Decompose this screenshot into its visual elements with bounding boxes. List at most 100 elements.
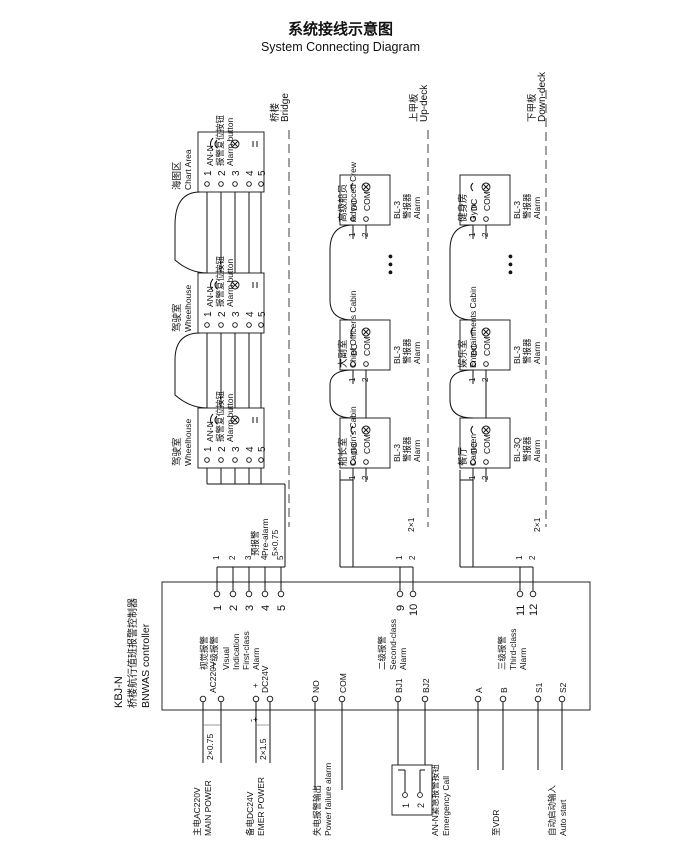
svg-text:2: 2: [228, 555, 237, 560]
bl-pin-com: [483, 459, 489, 465]
bell-icon: [214, 415, 218, 425]
ann-pin-2: 2: [217, 311, 228, 317]
svg-text:● ● ●: ● ● ●: [385, 254, 395, 275]
svg-text:Indication: Indication: [231, 633, 241, 670]
svg-text:健身房: 健身房: [457, 193, 469, 222]
svg-text:警报器: 警报器: [522, 338, 532, 364]
bl-pin-dc: [350, 216, 356, 222]
svg-text:1: 1: [203, 170, 214, 176]
ann-pin-dot: [232, 322, 238, 328]
bnwas-controller-box: [161, 581, 591, 711]
svg-text:2: 2: [217, 311, 228, 317]
svg-text:Captain's Cabin: Captain's Cabin: [348, 406, 358, 466]
third-class-group-label: 三级报警 Third-class Alarm: [497, 628, 528, 670]
updeck-room-2-label: 大副室 Chief Officer's Cabin: [337, 290, 358, 368]
svg-text:1: 1: [212, 605, 224, 611]
deck-label-updeck: 上甲板 Up-deck: [408, 84, 430, 122]
deck-label-downdeck: 下甲板 Down-deck: [526, 71, 548, 122]
bl-dc-label: DC: [349, 344, 359, 356]
svg-text:警报器: 警报器: [402, 338, 412, 364]
bl-com-label: COM: [362, 336, 372, 356]
svg-text:1: 1: [395, 555, 404, 560]
bl-com-label: COM: [482, 191, 492, 211]
svg-text:Alarm: Alarm: [412, 342, 422, 364]
term-s1: S1: [534, 682, 544, 693]
svg-text:AN-N: AN-N: [205, 286, 215, 307]
ann-pin-4: 4: [245, 170, 256, 176]
terminal-num-10: 10: [408, 604, 420, 616]
bl-pin-com: [483, 216, 489, 222]
pre-alarm-cable-label: 预报警 Pre-alarm 5×0.75: [250, 519, 280, 556]
bl-pin-com: [363, 216, 369, 222]
svg-text:1: 1: [203, 446, 214, 452]
svg-text:Alarm: Alarm: [412, 440, 422, 462]
bridge-room-2-label: 驾驶室 Wheelhouse: [171, 284, 193, 332]
bl-bell-icon: [470, 327, 474, 337]
svg-text:S2: S2: [558, 682, 568, 693]
svg-text:BJ2: BJ2: [421, 678, 431, 693]
ann-pin-3: 3: [231, 446, 242, 452]
term-no: NO: [311, 680, 321, 693]
svg-text:餐厅: 餐厅: [457, 446, 469, 466]
terminal-num-1: 1: [212, 605, 224, 611]
svg-text:DC: DC: [469, 344, 479, 356]
downdeck-ellipsis: ● ● ●: [505, 254, 515, 275]
bl-pin-dc: [470, 361, 476, 367]
svg-text:Alarm button: Alarm button: [225, 394, 235, 442]
svg-text:Advanced Crew: Advanced Crew: [348, 161, 358, 222]
svg-text:Auto start: Auto start: [558, 799, 568, 836]
ann-pin-1: 1: [203, 170, 214, 176]
ann-pin-5: 5: [257, 311, 268, 317]
diagram-title-en: System Connecting Diagram: [260, 40, 421, 54]
term-b: B: [499, 687, 509, 693]
svg-text:DC: DC: [349, 442, 359, 454]
svg-text:桥楼: 桥楼: [269, 102, 281, 122]
svg-text:1: 1: [515, 555, 524, 560]
ann-pin-dot: [218, 322, 224, 328]
ann-pin-dot: [246, 457, 252, 463]
svg-text:+: +: [250, 717, 260, 722]
downdeck-room-2-label: 娱乐室 Entertainments Cabin: [457, 286, 478, 368]
updeck-ellipsis: ● ● ●: [385, 254, 395, 275]
svg-text:AN-N紧急报警按钮: AN-N紧急报警按钮: [430, 764, 440, 836]
svg-text:9: 9: [395, 605, 407, 611]
svg-text:2: 2: [408, 555, 417, 560]
svg-text:Visual: Visual: [221, 647, 231, 670]
svg-text:1: 1: [212, 555, 221, 560]
updeck-room-3-label: 高级船员 Advanced Crew: [337, 161, 358, 222]
svg-text:2: 2: [528, 555, 537, 560]
svg-text:下甲板: 下甲板: [526, 93, 538, 122]
svg-text:Alarm button: Alarm button: [225, 259, 235, 307]
svg-text:备电DC24V: 备电DC24V: [245, 791, 255, 836]
term-plus: +: [250, 683, 260, 688]
svg-text:BL-3Q: BL-3Q: [512, 437, 522, 462]
svg-text:警报器: 警报器: [522, 436, 532, 462]
svg-text:DC: DC: [469, 199, 479, 211]
power-fail-label: 失电报警输出 Power failure alarm: [312, 763, 333, 836]
svg-text:4: 4: [260, 605, 272, 611]
svg-text:BL-3: BL-3: [392, 346, 402, 364]
bl-dc-label: DC: [469, 442, 479, 454]
svg-text:Alarm: Alarm: [518, 648, 528, 670]
svg-text:COM: COM: [338, 673, 348, 693]
svg-text:COM: COM: [482, 336, 492, 356]
svg-text:4: 4: [245, 311, 256, 317]
bus-num-2: 2: [228, 555, 237, 560]
svg-text:Entertainments Cabin: Entertainments Cabin: [468, 286, 478, 368]
ann-pin-dot: [232, 181, 238, 187]
ann-pin-dot: [246, 181, 252, 187]
deck-label-bridge: 桥楼 Bridge: [269, 93, 291, 122]
bl-com-label: COM: [482, 336, 492, 356]
bus-num-second-1: 1: [395, 555, 404, 560]
svg-text:Second-class: Second-class: [388, 619, 398, 670]
svg-text:B: B: [499, 687, 509, 693]
svg-text:驾驶室: 驾驶室: [171, 303, 183, 332]
svg-text:3: 3: [231, 311, 242, 317]
svg-text:5: 5: [257, 446, 268, 452]
svg-text:自动启动输入: 自动启动输入: [547, 784, 557, 836]
svg-text:● ● ●: ● ● ●: [505, 254, 515, 275]
